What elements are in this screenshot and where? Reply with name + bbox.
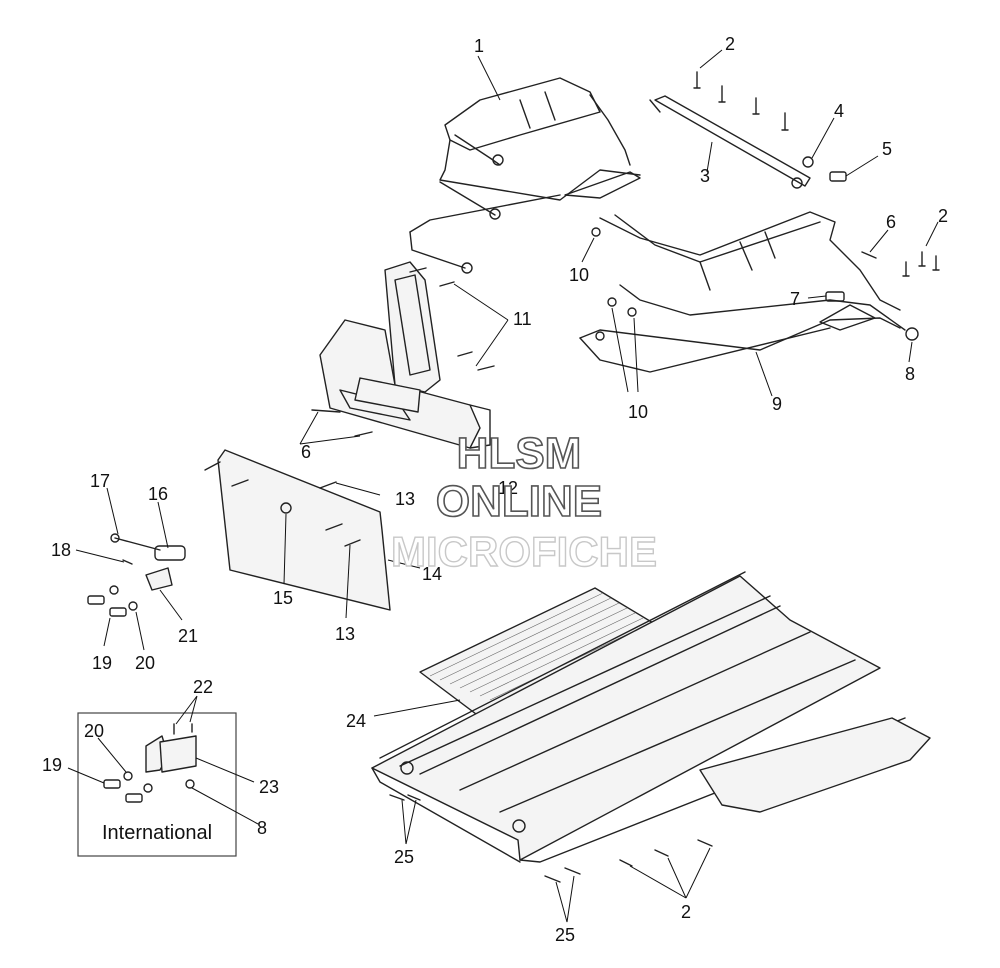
part-13-bolts: [204, 461, 361, 547]
callouts: 1 2 2 2 3 4 5 6 6 7 8 8 9 10 10 11 12 13…: [42, 34, 948, 945]
callout-4: 4: [834, 101, 844, 121]
watermark: HLSM ONLINE MICROFICHE: [390, 428, 657, 576]
callout-5: 5: [882, 139, 892, 159]
part-3-cross-bar: [649, 95, 811, 189]
callout-17: 17: [90, 471, 110, 491]
callout-3: 3: [700, 166, 710, 186]
callout-8-intl: 8: [257, 818, 267, 838]
callout-18: 18: [51, 540, 71, 560]
callout-16: 16: [148, 484, 168, 504]
callout-15: 15: [273, 588, 293, 608]
callout-19: 19: [92, 653, 112, 673]
callout-19-intl: 19: [42, 755, 62, 775]
callout-6-right: 6: [886, 212, 896, 232]
callout-21: 21: [178, 626, 198, 646]
callout-2-right: 2: [938, 206, 948, 226]
callout-7: 7: [790, 289, 800, 309]
callout-2-bottom: 2: [681, 902, 691, 922]
part-23-plate: [159, 735, 197, 773]
leader-lines: [67, 49, 939, 923]
part-17-pin: [110, 533, 161, 551]
part-12-front-bracket: [319, 261, 491, 449]
part-5-bolt: [829, 171, 847, 182]
part-2-rivets-right: [902, 251, 940, 277]
watermark-line-2: ONLINE: [436, 477, 602, 526]
callout-13-bottom: 13: [335, 624, 355, 644]
callout-10-bottom: 10: [628, 402, 648, 422]
part-11-bolts: [409, 267, 495, 371]
callout-14: 14: [422, 564, 442, 584]
cargo-bed-floor: [371, 571, 931, 863]
part-20-washers: [109, 585, 138, 611]
part-2-rivets-top: [693, 71, 789, 131]
part-25-fasteners: [389, 794, 581, 883]
part-1-cargo-rack-left: [409, 77, 641, 274]
part-10-nuts: [591, 227, 637, 341]
part-19-bolt-intl: [103, 779, 121, 789]
callout-25-left: 25: [394, 847, 414, 867]
callout-23: 23: [259, 777, 279, 797]
callout-6-center: 6: [301, 442, 311, 462]
callout-2-top: 2: [725, 34, 735, 54]
part-9-cargo-rack-right: [579, 211, 919, 373]
part-2-rivets-bottom: [619, 839, 713, 867]
callout-20: 20: [135, 653, 155, 673]
callout-13-top: 13: [395, 489, 415, 509]
watermark-line-1: HLSM: [457, 429, 582, 478]
watermark-line-3: MICROFICHE: [391, 528, 657, 575]
international-inset: International: [77, 712, 237, 857]
part-14-front-plate: [217, 449, 391, 611]
callout-9: 9: [772, 394, 782, 414]
callout-12: 12: [498, 478, 518, 498]
part-18-clip: [122, 559, 133, 565]
callout-10-top: 10: [569, 265, 589, 285]
part-8-nut-intl: [185, 779, 195, 789]
callout-25-bottom: 25: [555, 925, 575, 945]
part-6-bolts-center: [311, 409, 373, 437]
callout-22: 22: [193, 677, 213, 697]
part-22-bolts: [173, 723, 193, 735]
part-20-washer-intl-2: [143, 783, 153, 793]
part-21-bracket: [145, 567, 173, 591]
part-4-nut: [802, 156, 814, 168]
part-19-bolts: [87, 595, 127, 617]
callout-8-right: 8: [905, 364, 915, 384]
callout-20-intl: 20: [84, 721, 104, 741]
callout-24: 24: [346, 711, 366, 731]
part-6-bolt-right: [861, 251, 877, 259]
callout-1: 1: [474, 36, 484, 56]
inset-label: International: [102, 822, 212, 844]
callout-11: 11: [513, 309, 532, 329]
part-16-coupler: [154, 545, 186, 561]
part-19-bolt-intl-2: [125, 793, 143, 803]
part-20-washer-intl: [123, 771, 133, 781]
